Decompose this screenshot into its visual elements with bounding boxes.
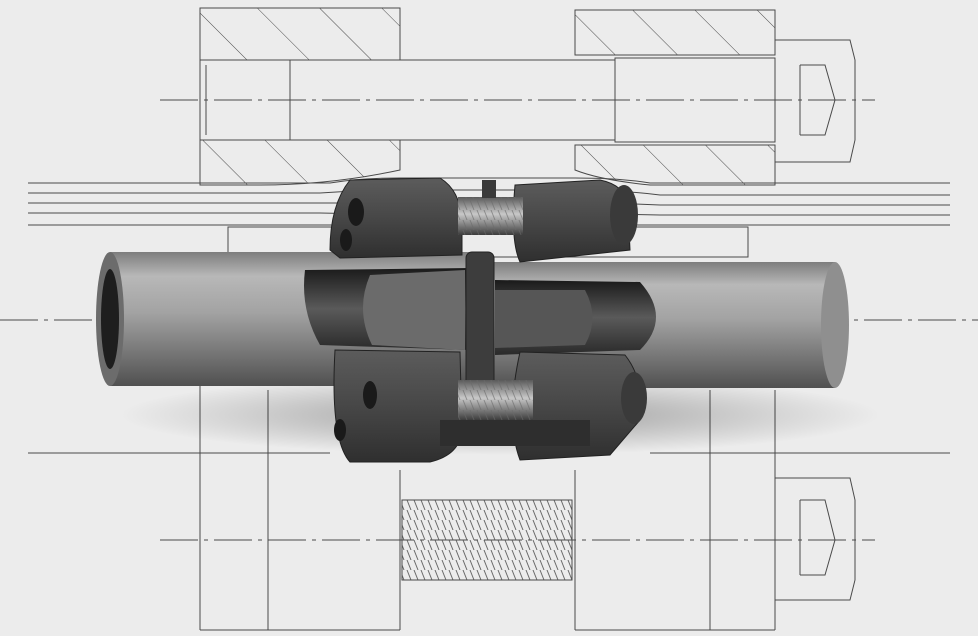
pipe-cutaway (304, 251, 656, 393)
coupling-assembly (96, 177, 880, 463)
upper-left-flange-outline (199, 7, 616, 186)
upper-left-clamp (329, 177, 463, 259)
lower-bolt (440, 380, 590, 446)
upper-right-clamp (512, 179, 638, 263)
lower-flange-outline (28, 380, 950, 631)
upper-right-flange-outline (574, 9, 856, 186)
upper-bolt (458, 180, 523, 235)
